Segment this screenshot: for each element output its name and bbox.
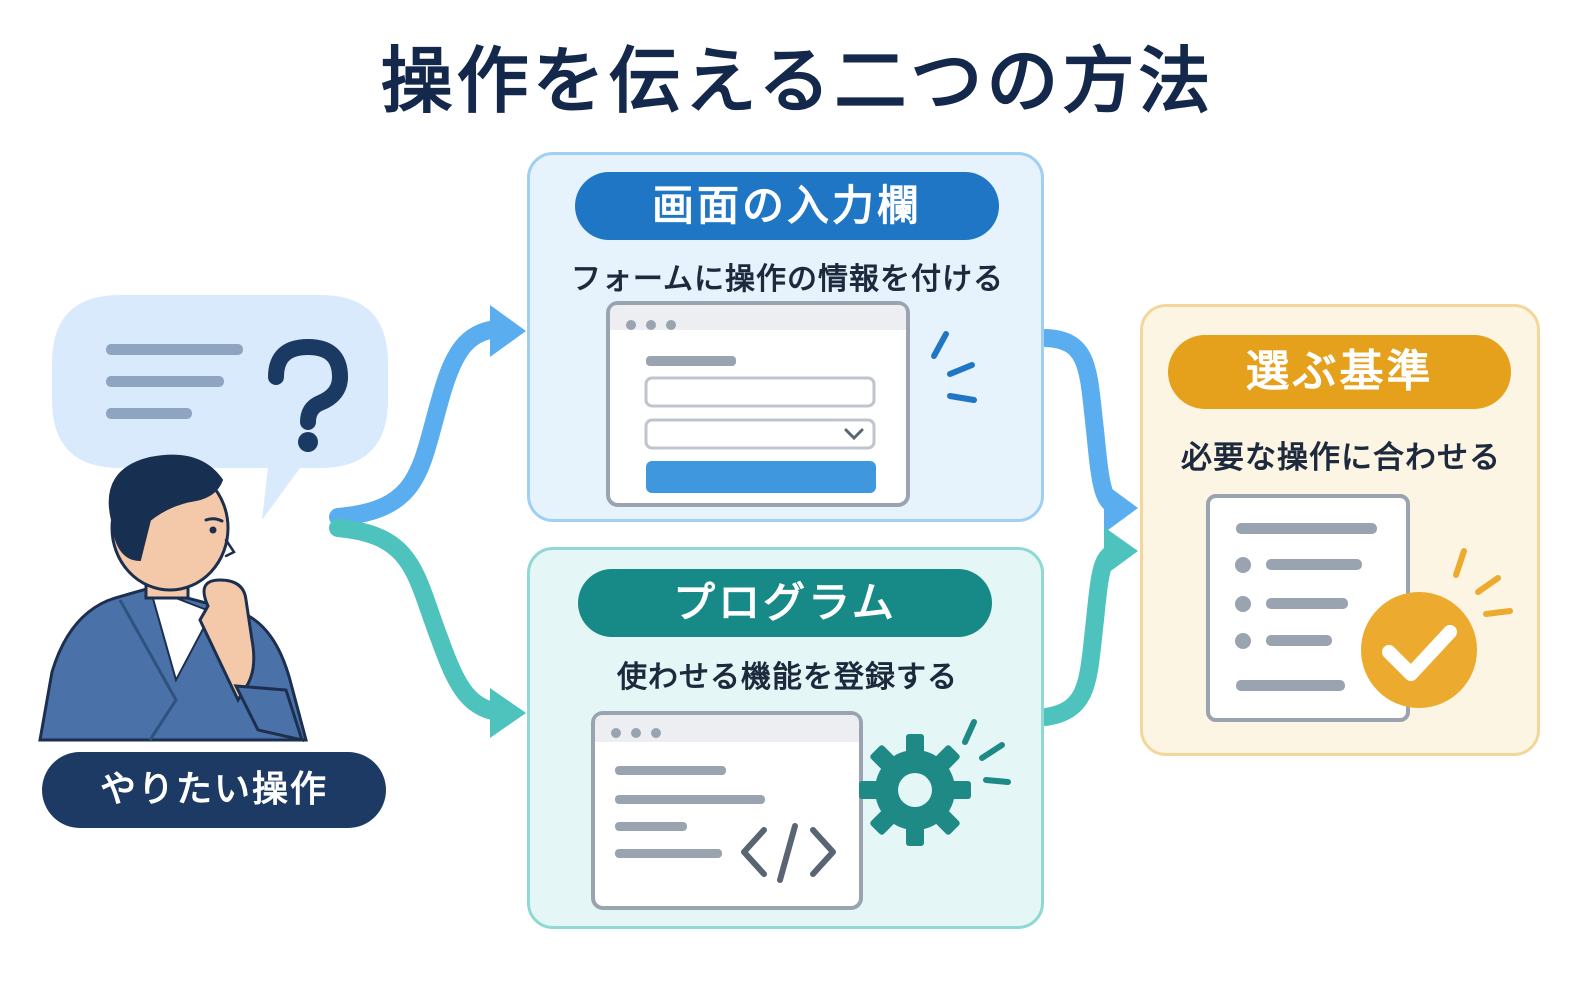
form-method-title: 画面の入力欄: [575, 172, 999, 240]
question-mark-icon: [268, 338, 349, 452]
arrow-to-form: [329, 305, 526, 526]
user-intent-badge: やりたい操作: [42, 752, 386, 828]
program-method-description: 使わせる機能を登録する: [617, 660, 958, 695]
arrow-form-to-criteria: [1037, 329, 1138, 533]
arrow-program-to-criteria: [1037, 527, 1138, 726]
page-title: 操作を伝える二つの方法: [380, 39, 1215, 123]
thinking-person-illustration: [38, 454, 308, 743]
criteria-title: 選ぶ基準: [1168, 335, 1511, 409]
program-method-title: プログラム: [578, 569, 992, 637]
form-method-description: フォームに操作の情報を付ける: [570, 262, 1005, 297]
arrow-to-program: [329, 519, 526, 738]
criteria-description: 必要な操作に合わせる: [1181, 440, 1501, 476]
